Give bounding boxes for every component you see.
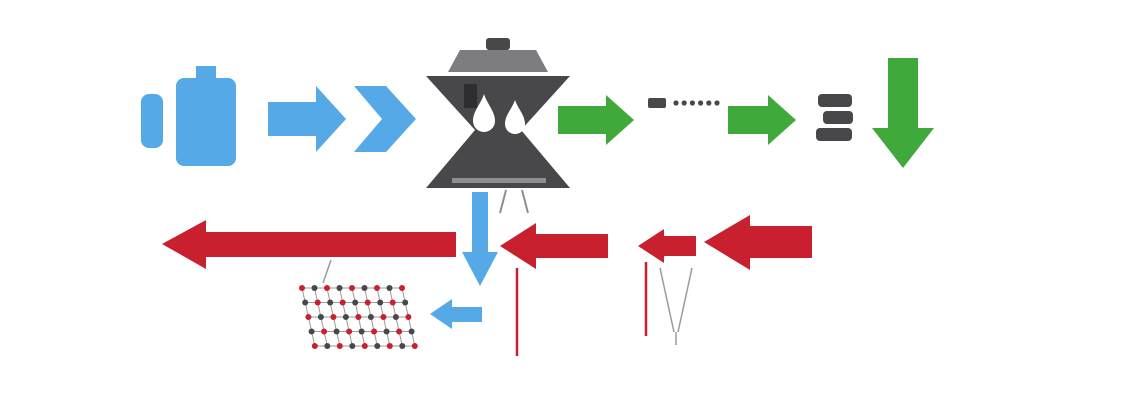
lattice-atom [408,328,415,335]
lattice-atom [399,343,406,349]
return-arrow-4 [704,215,812,270]
lattice-atom [308,328,315,335]
fiber-dash [648,98,666,108]
lattice-atom [336,343,343,349]
lattice-atom [349,285,355,291]
extrude-arrow [558,95,634,145]
return-arrow-2 [500,223,608,269]
lattice-atom [330,314,337,320]
fiber-dot [681,100,687,106]
lattice-atom [336,285,343,291]
feed-vial [141,94,163,148]
feed-arrow [268,86,346,152]
feed-chevron-arrow [354,86,416,152]
lattice-leader-line [322,259,332,284]
lattice-atom [305,314,312,320]
lattice-atom [380,314,387,320]
pellet-stack [816,94,853,141]
fiber-dot [706,100,712,106]
lattice-atom [411,343,418,349]
lattice-atom [402,299,409,306]
fiber-dot [673,100,679,106]
fiber-stage [558,95,796,145]
return-flow [162,215,812,356]
lattice-atom [361,285,368,291]
furnace-base-line [452,178,546,183]
lattice-atom [405,314,412,320]
lattice-atom [389,299,396,306]
funnel-left-edge [659,267,675,333]
fiber-dot [698,100,704,106]
lattice-atom [333,328,340,335]
lattice-atom [302,299,309,306]
lattice-atom [324,343,331,349]
lattice-atom [327,299,334,306]
lattice-atom [324,285,330,291]
return-arrow-main [162,220,456,269]
pellet-1 [818,94,852,107]
product-down-arrow [872,58,934,168]
lattice-pointer-arrow [430,299,482,329]
lattice-atom [374,343,381,349]
lattice-atom [358,328,365,335]
lattice-atom [367,314,374,320]
lattice-atom [396,328,403,335]
pellet-3 [816,128,852,141]
lattice-atom [314,299,321,306]
lattice-atom [299,285,305,291]
feed-container [176,66,236,166]
lattice-atom [374,285,380,291]
melting-furnace [426,38,570,214]
lattice-atom [342,314,349,320]
furnace-body-upper [426,76,570,130]
lattice-atom [346,328,353,335]
return-arrow-3 [638,229,696,263]
funnel-glyph [659,267,693,345]
lattice-atom [352,299,359,306]
lattice-atom [339,299,346,306]
fiber-dot [689,100,696,106]
lattice-atom [392,314,399,320]
feed-stage [141,66,416,166]
lattice-atom [399,285,405,291]
lattice-atom [349,343,356,349]
melt-droplet-2 [505,100,525,134]
lattice-atom [386,343,393,349]
lattice-atom [377,299,384,306]
process-down-arrow [462,192,498,286]
fiber-dot [714,100,720,106]
furnace-drip-line-1 [499,189,507,214]
fiber-dots [673,100,720,106]
lattice-atom [364,299,371,306]
pelletize-arrow [728,95,796,145]
furnace-drip-line-2 [521,189,529,214]
lattice-atom [321,328,328,335]
crystal-lattice [299,285,418,349]
funnel-right-edge [677,267,693,333]
lattice-atom [355,314,362,320]
lattice-atom [386,285,393,291]
pellet-2 [823,111,853,124]
melt-droplet-1 [473,94,495,132]
lattice-atom [311,285,318,291]
furnace-sensor [464,84,477,108]
lattice-atom [371,328,378,335]
furnace-body-lower [426,130,570,188]
lattice-atom [361,343,368,349]
lattice-atom [383,328,390,335]
lattice-atom [311,343,318,349]
furnace-lid [448,50,548,72]
lattice-atom [317,314,324,320]
furnace-lid-handle [486,38,510,50]
